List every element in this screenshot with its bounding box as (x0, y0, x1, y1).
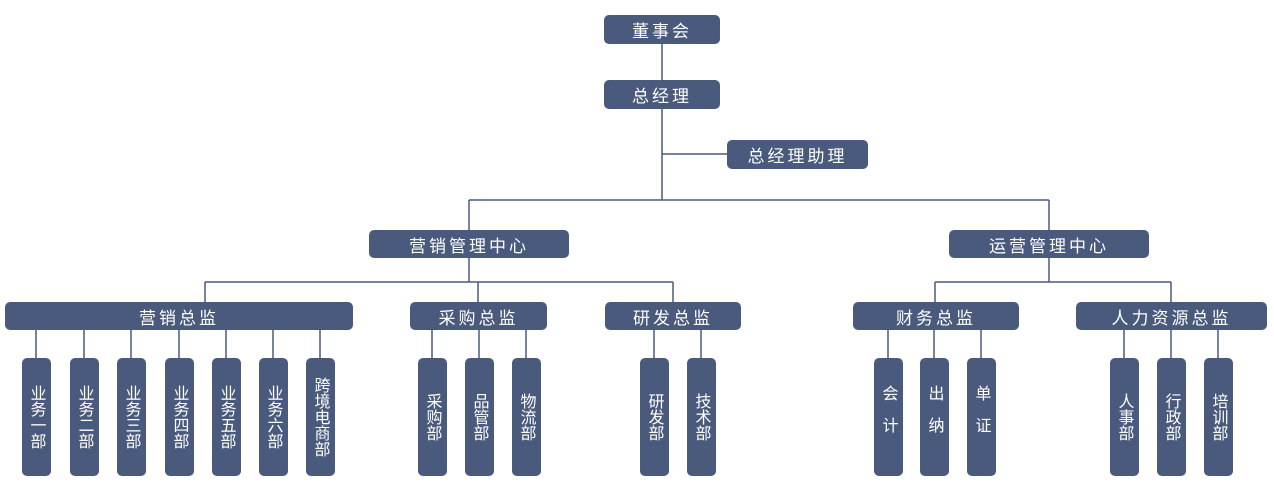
dept-label: 会计 (879, 385, 899, 449)
dept-box: 业务四部 (165, 358, 194, 476)
dept-box: 人事部 (1110, 358, 1139, 476)
dept-box: 业务一部 (22, 358, 51, 476)
rnd-director-box: 研发总监 (605, 302, 741, 330)
dept-label: 跨境电商部 (311, 377, 331, 457)
dept-box: 物流部 (512, 358, 541, 476)
dept-box: 业务二部 (70, 358, 99, 476)
dept-label: 业务五部 (217, 385, 237, 449)
dept-label: 业务四部 (170, 385, 190, 449)
dept-label: 采购部 (423, 393, 443, 441)
dept-box: 跨境电商部 (306, 358, 335, 476)
gm-assistant-label: 总经理助理 (747, 147, 848, 167)
dept-label: 业务六部 (264, 385, 284, 449)
finance-director-label: 财务总监 (896, 308, 976, 329)
operations-center-label: 运营管理中心 (989, 236, 1109, 257)
finance-director-box: 财务总监 (853, 302, 1019, 330)
gm-label: 总经理 (632, 87, 692, 107)
dept-label: 出纳 (925, 385, 945, 449)
rnd-director-label: 研发总监 (633, 308, 713, 329)
dept-box: 业务五部 (212, 358, 241, 476)
sales-director-box: 营销总监 (5, 302, 353, 330)
board-box: 董事会 (604, 15, 720, 44)
dept-box: 业务六部 (259, 358, 288, 476)
dept-label: 行政部 (1162, 393, 1182, 441)
dept-box: 技术部 (687, 358, 716, 476)
dept-box: 单证 (967, 358, 996, 476)
dept-label: 技术部 (692, 393, 712, 441)
sales-director-label: 营销总监 (139, 308, 219, 329)
dept-label: 业务一部 (27, 385, 47, 449)
dept-label: 培训部 (1209, 393, 1229, 441)
dept-label: 研发部 (645, 393, 665, 441)
marketing-center-box: 营销管理中心 (369, 230, 569, 258)
dept-label: 业务三部 (122, 385, 142, 449)
dept-box: 研发部 (640, 358, 669, 476)
dept-box: 出纳 (920, 358, 949, 476)
dept-label: 物流部 (517, 393, 537, 441)
dept-box: 会计 (874, 358, 903, 476)
gm-box: 总经理 (604, 80, 720, 109)
hr-director-label: 人力资源总监 (1111, 308, 1232, 329)
dept-label: 人事部 (1115, 393, 1135, 441)
dept-box: 培训部 (1204, 358, 1233, 476)
purchase-director-box: 采购总监 (410, 302, 547, 330)
dept-label: 品管部 (470, 393, 490, 441)
dept-label: 单证 (972, 385, 992, 449)
dept-box: 行政部 (1157, 358, 1186, 476)
purchase-director-label: 采购总监 (438, 308, 519, 329)
dept-box: 业务三部 (117, 358, 146, 476)
dept-box: 采购部 (418, 358, 447, 476)
dept-box: 品管部 (465, 358, 494, 476)
operations-center-box: 运营管理中心 (949, 230, 1149, 258)
board-label: 董事会 (632, 22, 692, 42)
gm-assistant-box: 总经理助理 (727, 140, 868, 169)
hr-director-box: 人力资源总监 (1076, 302, 1267, 330)
marketing-center-label: 营销管理中心 (409, 236, 529, 257)
dept-label: 业务二部 (75, 385, 95, 449)
